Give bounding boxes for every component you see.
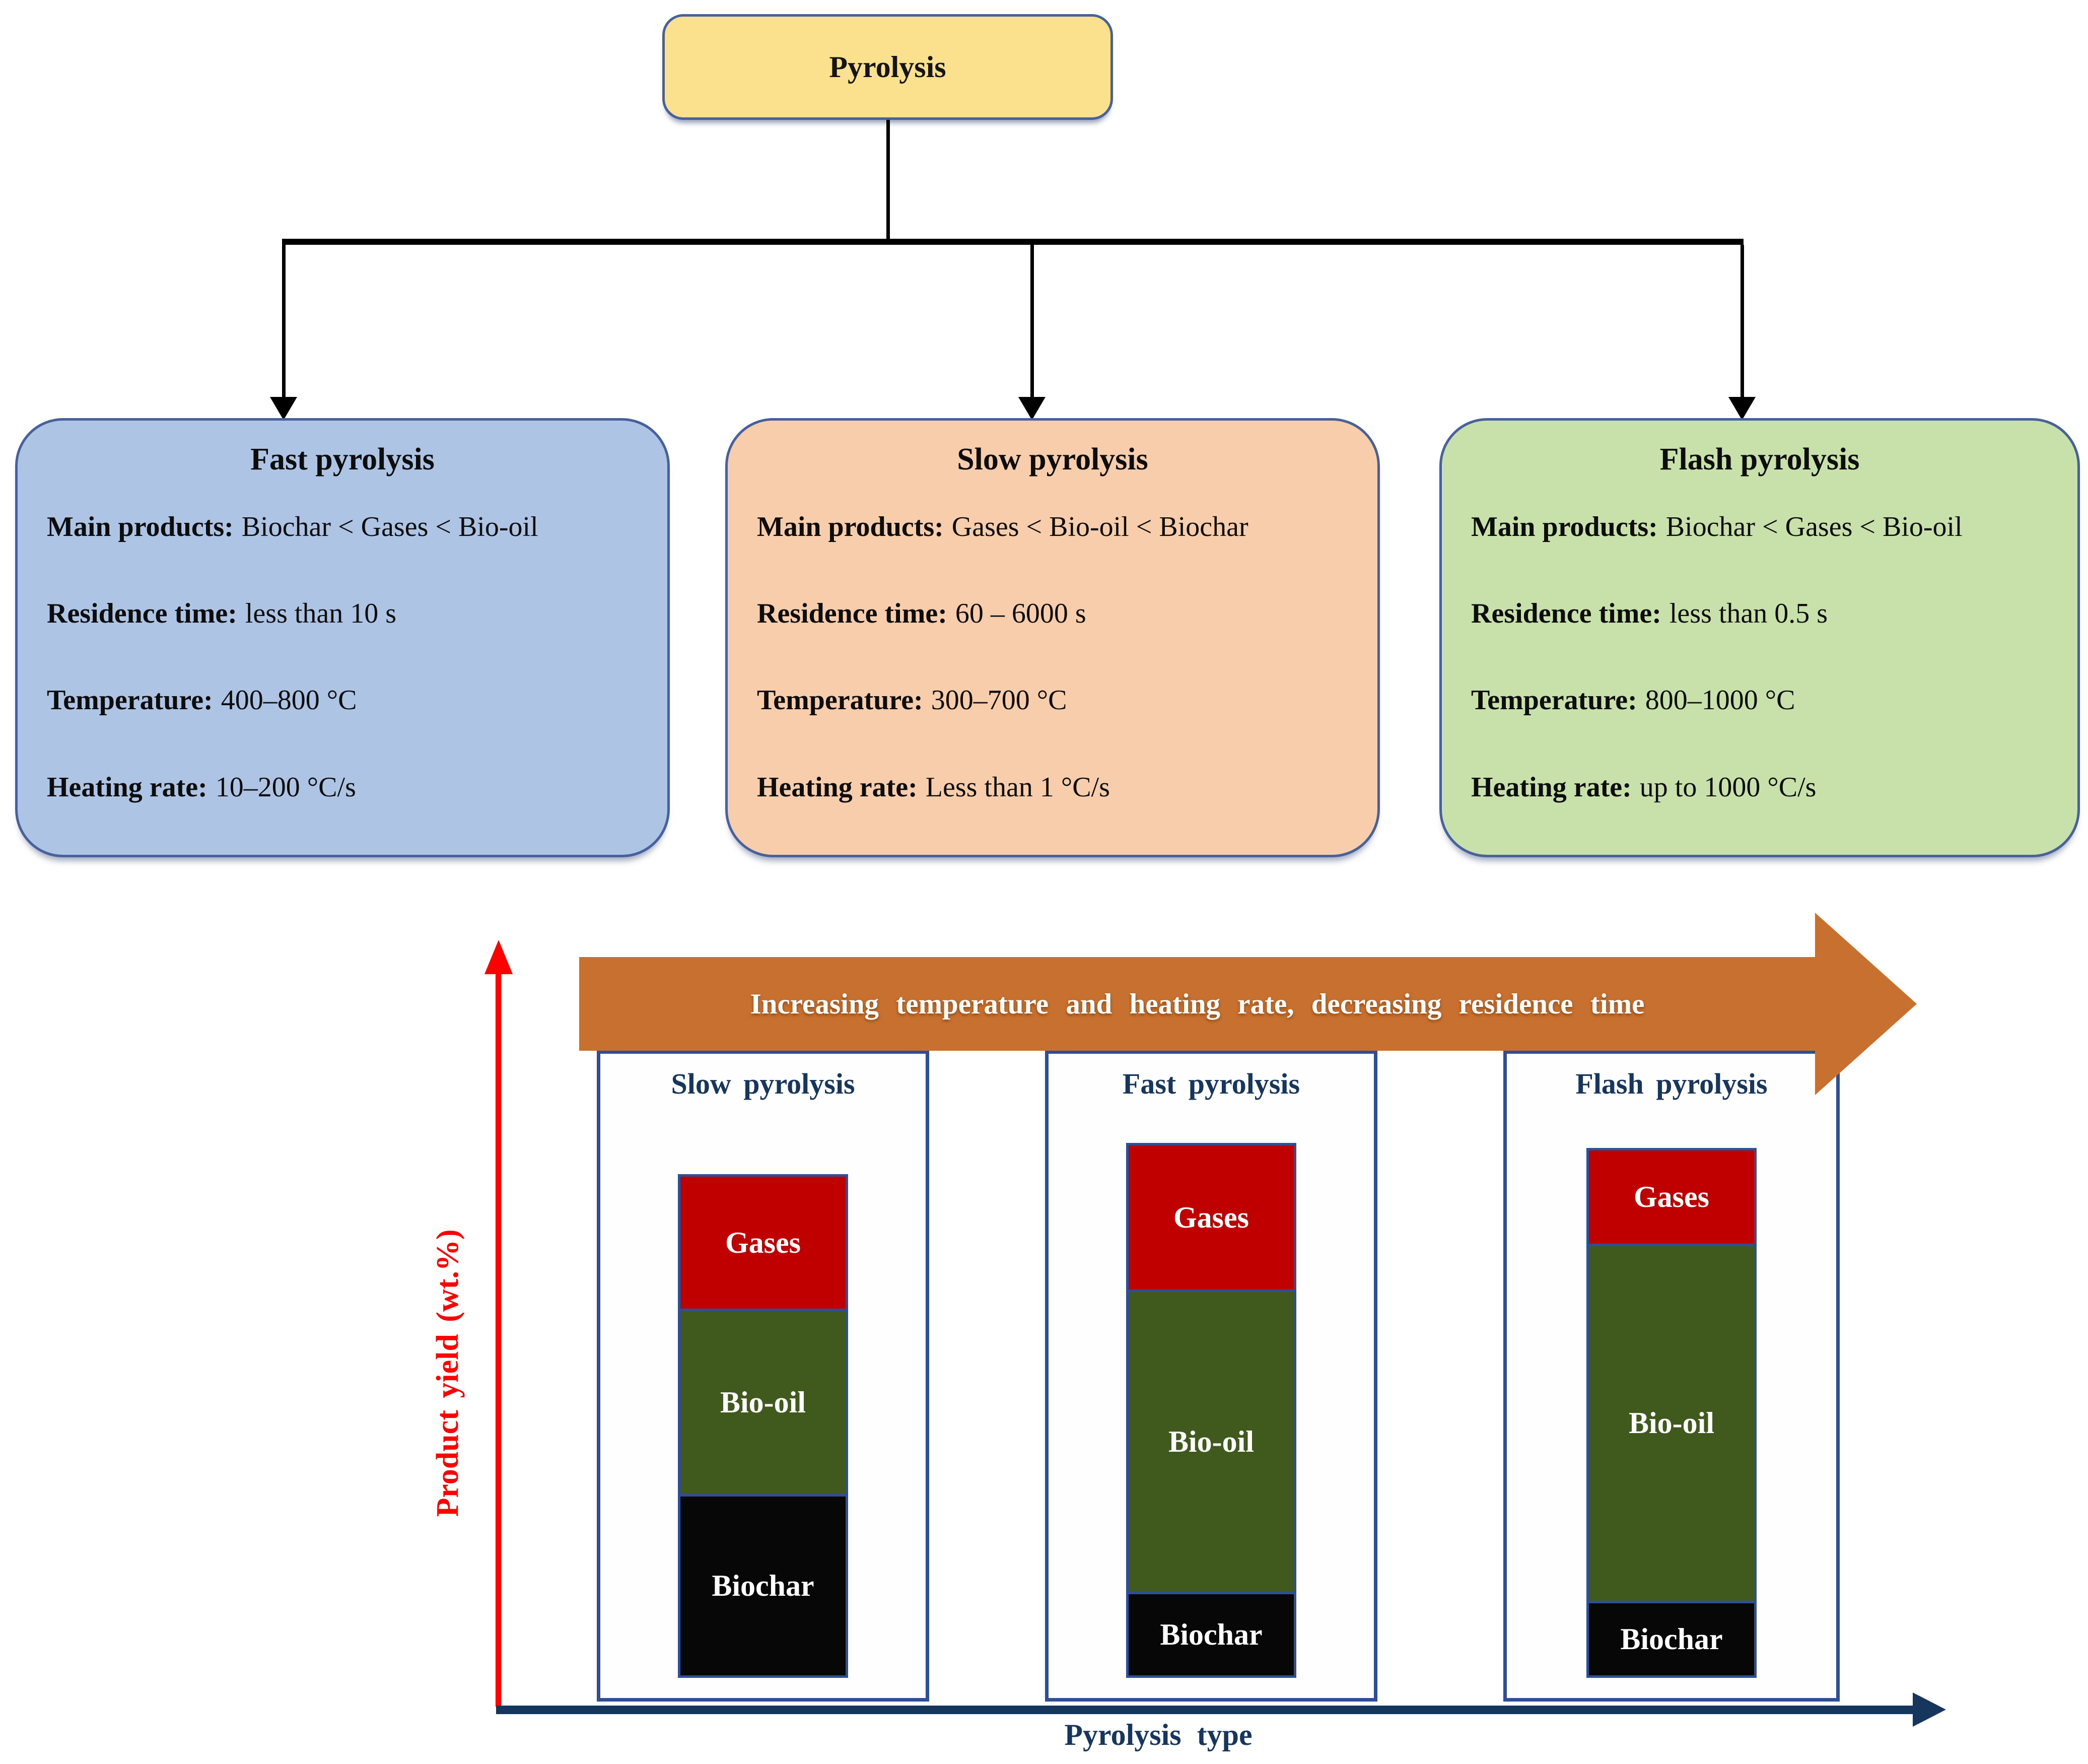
flowchart-root-label: Pyrolysis bbox=[829, 50, 946, 84]
connector-drop-left bbox=[282, 245, 286, 397]
field-main-products: Main products:Biochar < Gases < Bio-oil bbox=[1471, 511, 1963, 542]
down-arrowhead-icon bbox=[270, 397, 297, 420]
fast-pyrolysis-box: Fast pyrolysis Main products:Biochar < G… bbox=[15, 418, 670, 857]
box-fields: Main products:Biochar < Gases < Bio-oil … bbox=[47, 484, 638, 831]
connector-drop-right bbox=[1741, 245, 1744, 397]
field-heating-rate: Heating rate:10–200 °C/s bbox=[47, 771, 356, 803]
connector-drop-center bbox=[1030, 245, 1034, 397]
segment-gases: Gases bbox=[1129, 1145, 1294, 1290]
stacked-bar-slow: Gases Bio-oil Biochar bbox=[678, 1174, 848, 1678]
panel-flash-pyrolysis: Flash pyrolysis Gases Bio-oil Biochar bbox=[1499, 1039, 1844, 1702]
down-arrowhead-icon bbox=[1018, 397, 1046, 420]
trend-arrow-text: Increasing temperature and heating rate,… bbox=[750, 988, 1645, 1020]
segment-gases: Gases bbox=[1589, 1150, 1754, 1244]
right-arrowhead-icon bbox=[1913, 1692, 1946, 1727]
box-title: Flash pyrolysis bbox=[1659, 442, 1860, 477]
x-axis-label: Pyrolysis type bbox=[1064, 1718, 1252, 1751]
trend-arrow-banner: Increasing temperature and heating rate,… bbox=[579, 957, 1816, 1051]
field-temperature: Temperature:300–700 °C bbox=[757, 685, 1067, 716]
box-fields: Main products:Gases < Bio-oil < Biochar … bbox=[757, 484, 1348, 831]
segment-biochar: Biochar bbox=[1129, 1592, 1294, 1675]
field-main-products: Main products:Biochar < Gases < Bio-oil bbox=[47, 511, 538, 542]
panel-title: Slow pyrolysis bbox=[671, 1067, 855, 1100]
right-arrowhead-icon bbox=[1815, 913, 1917, 1095]
field-temperature: Temperature:800–1000 °C bbox=[1471, 685, 1795, 716]
connector-stem bbox=[886, 120, 890, 241]
segment-biochar: Biochar bbox=[680, 1494, 846, 1675]
down-arrowhead-icon bbox=[1728, 397, 1756, 420]
field-main-products: Main products:Gases < Bio-oil < Biochar bbox=[757, 511, 1248, 542]
segment-gases: Gases bbox=[680, 1177, 846, 1309]
box-title: Slow pyrolysis bbox=[957, 442, 1148, 477]
field-temperature: Temperature:400–800 °C bbox=[47, 685, 357, 716]
segment-biochar: Biochar bbox=[1589, 1600, 1754, 1675]
panel-title: Fast pyrolysis bbox=[1122, 1067, 1300, 1100]
segment-bio-oil: Bio-oil bbox=[680, 1309, 846, 1494]
box-title: Fast pyrolysis bbox=[250, 442, 435, 477]
flash-pyrolysis-box: Flash pyrolysis Main products:Biochar < … bbox=[1439, 418, 2080, 857]
panel-slow-pyrolysis: Slow pyrolysis Gases Bio-oil Biochar bbox=[592, 1039, 934, 1702]
y-axis-label: Product yield (wt.%) bbox=[431, 1229, 465, 1517]
segment-bio-oil: Bio-oil bbox=[1129, 1290, 1294, 1592]
segment-bio-oil: Bio-oil bbox=[1589, 1243, 1754, 1601]
field-residence-time: Residence time:less than 0.5 s bbox=[1471, 598, 1828, 630]
up-arrowhead-icon bbox=[484, 940, 513, 974]
field-heating-rate: Heating rate:Less than 1 °C/s bbox=[757, 771, 1110, 803]
y-axis-line bbox=[496, 972, 501, 1707]
connector-horizontal bbox=[282, 239, 1744, 245]
stacked-bar-flash: Gases Bio-oil Biochar bbox=[1586, 1148, 1757, 1678]
slow-pyrolysis-box: Slow pyrolysis Main products:Gases < Bio… bbox=[725, 418, 1380, 857]
flowchart-root-box: Pyrolysis bbox=[662, 14, 1113, 120]
box-fields: Main products:Biochar < Gases < Bio-oil … bbox=[1471, 484, 2048, 831]
stacked-bar-fast: Gases Bio-oil Biochar bbox=[1126, 1143, 1296, 1678]
panel-title: Flash pyrolysis bbox=[1575, 1067, 1768, 1100]
panel-fast-pyrolysis: Fast pyrolysis Gases Bio-oil Biochar bbox=[1040, 1039, 1382, 1702]
field-residence-time: Residence time:60 – 6000 s bbox=[757, 598, 1086, 630]
field-heating-rate: Heating rate:up to 1000 °C/s bbox=[1471, 771, 1817, 803]
field-residence-time: Residence time:less than 10 s bbox=[47, 598, 397, 630]
x-axis-line bbox=[496, 1706, 1914, 1714]
